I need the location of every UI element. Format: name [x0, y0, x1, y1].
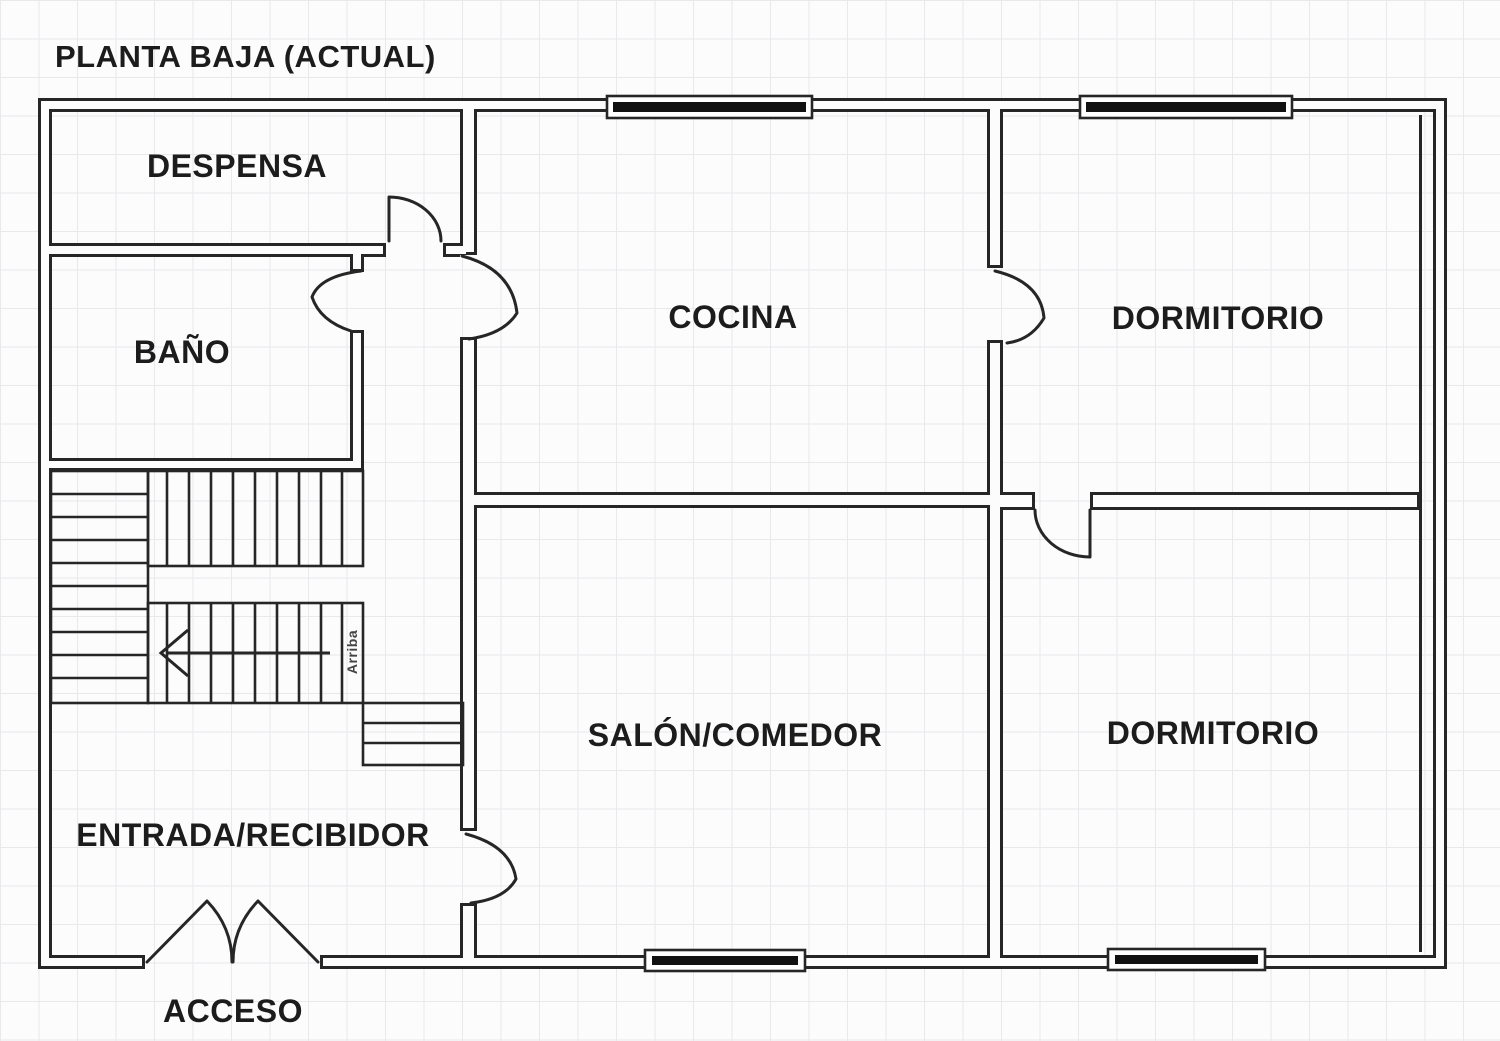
label-dormitorio-bottom: DORMITORIO [1107, 715, 1319, 751]
label-entrada-recibidor: ENTRADA/RECIBIDOR [76, 817, 429, 853]
stair-treads-bottom [363, 721, 463, 745]
label-bano: BAÑO [134, 334, 230, 370]
stair-treads-left [51, 492, 148, 680]
doors [145, 195, 1092, 964]
label-cocina: COCINA [668, 299, 797, 335]
label-dormitorio-top: DORMITORIO [1112, 300, 1324, 336]
cocina-dormitorio-door-icon [993, 269, 1046, 345]
label-salon-comedor: SALÓN/COMEDOR [588, 717, 883, 753]
acceso-double-door-icon [145, 899, 320, 964]
plan-title: PLANTA BAJA (ACTUAL) [55, 39, 436, 74]
despensa-door-icon [387, 195, 443, 243]
bottom-wall-window-left-icon [643, 948, 807, 973]
cocina-door-icon [460, 254, 519, 341]
bottom-wall-window-right-icon [1106, 947, 1267, 972]
top-wall-window-left-icon [605, 94, 814, 120]
room-edge-line-east [1419, 115, 1422, 952]
bano-door-icon [310, 269, 363, 333]
windows [605, 94, 1294, 973]
stair-treads-upper [165, 471, 344, 566]
stair-direction-label: Arriba [344, 630, 360, 674]
room-labels: DESPENSA BAÑO COCINA DORMITORIO SALÓN/CO… [76, 148, 1324, 1029]
staircase: Arriba [49, 469, 465, 767]
stair-bottom-steps [361, 701, 465, 767]
label-acceso: ACCESO [163, 993, 303, 1029]
label-despensa: DESPENSA [147, 148, 327, 184]
top-wall-window-right-icon [1078, 94, 1294, 120]
dormitorio-bottom-door-icon [1033, 508, 1092, 559]
salon-door-icon [464, 832, 518, 905]
stair-up-arrow [158, 628, 330, 678]
